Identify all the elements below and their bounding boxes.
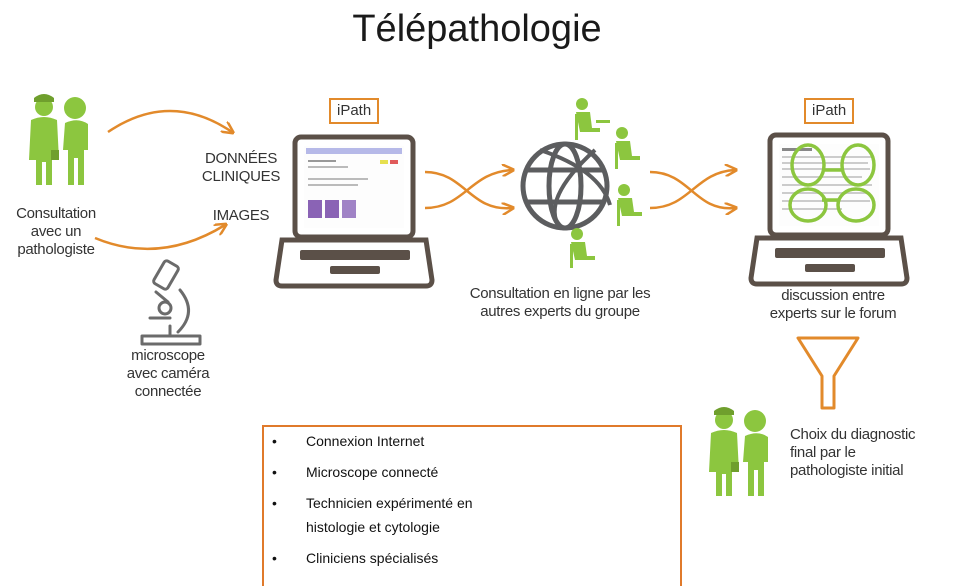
bullet-glyph: • bbox=[272, 433, 277, 449]
online-consultation-line-2: autres experts du groupe bbox=[480, 303, 640, 320]
ipath-right-badge: iPath bbox=[804, 98, 855, 124]
bullet-glyph: • bbox=[272, 464, 277, 480]
consultation-line-2: avec un bbox=[30, 223, 82, 240]
donnees-cliniques-label: DONNÉES CLINIQUES bbox=[186, 150, 296, 186]
requirement-text: Technicien expérimenté en bbox=[306, 495, 473, 511]
forum-discussion-label: discussion entre experts sur le forum bbox=[748, 287, 918, 323]
arrow-cross-2a bbox=[649, 170, 735, 208]
bullet-glyph: • bbox=[272, 550, 277, 566]
donnees-line-2: CLINIQUES bbox=[201, 168, 281, 185]
microscope-line-3: connectée bbox=[134, 383, 202, 400]
consultation-line-3: pathologiste bbox=[17, 241, 95, 258]
donnees-line-1: DONNÉES bbox=[204, 150, 278, 167]
requirement-text: Connexion Internet bbox=[306, 433, 425, 449]
arrow-to-donnees bbox=[107, 109, 232, 132]
ipath-left-badge: iPath bbox=[329, 98, 380, 124]
bullet-glyph: • bbox=[272, 495, 277, 511]
diagram-title: Télépathologie bbox=[352, 8, 602, 50]
arrow-cross-1a bbox=[424, 170, 512, 208]
final-line-2: final par le bbox=[790, 444, 856, 461]
doctor-patient-icon bbox=[29, 94, 88, 185]
microscope-label: microscope avec caméra connectée bbox=[103, 347, 233, 401]
requirement-item: • Connexion Internet bbox=[272, 433, 680, 449]
requirement-item: • Microscope connecté bbox=[272, 464, 680, 480]
requirement-item: • Technicien expérimenté en histologie e… bbox=[272, 495, 680, 535]
final-pathologist-icon bbox=[709, 407, 768, 496]
microscope-line-2: avec caméra bbox=[126, 365, 210, 382]
images-label: IMAGES bbox=[212, 207, 270, 224]
globe-icon bbox=[520, 141, 612, 231]
final-line-3: pathologiste initial bbox=[790, 462, 904, 479]
requirement-text: Microscope connecté bbox=[306, 464, 439, 480]
consultation-line-1: Consultation bbox=[16, 205, 96, 222]
arrow-cross-1b bbox=[424, 170, 512, 210]
microscope-line-1: microscope bbox=[131, 347, 205, 364]
final-diagnosis-label: Choix du diagnostic final par le patholo… bbox=[790, 426, 950, 480]
requirement-text: Cliniciens spécialisés bbox=[306, 550, 439, 566]
final-line-1: Choix du diagnostic bbox=[790, 426, 916, 443]
online-consultation-label: Consultation en ligne par les autres exp… bbox=[440, 285, 680, 321]
requirement-item: • Cliniciens spécialisés bbox=[272, 550, 680, 566]
arrow-cross-2b bbox=[649, 170, 735, 210]
funnel-icon bbox=[796, 336, 860, 410]
consultation-label: Consultation avec un pathologiste bbox=[4, 205, 108, 259]
forum-line-1: discussion entre bbox=[781, 287, 885, 304]
laptop-left-icon bbox=[273, 134, 435, 289]
forum-line-2: experts sur le forum bbox=[769, 305, 897, 322]
laptop-right-icon bbox=[748, 132, 910, 287]
requirement-text-line2: histologie et cytologie bbox=[306, 519, 440, 535]
experts-icon bbox=[570, 98, 642, 268]
microscope-icon bbox=[140, 259, 202, 346]
requirements-box: • Connexion Internet • Microscope connec… bbox=[262, 425, 682, 586]
arrow-to-images bbox=[94, 225, 225, 251]
online-consultation-line-1: Consultation en ligne par les bbox=[469, 285, 651, 302]
